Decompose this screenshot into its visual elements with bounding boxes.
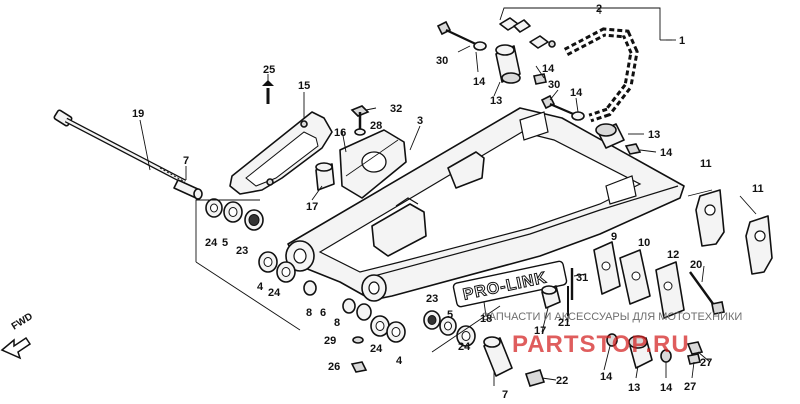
callout-17b: 17 [534, 325, 546, 337]
chain-roller-upper [495, 44, 521, 84]
chain-adjuster-left [695, 189, 725, 247]
assembly-guide-lines [195, 7, 757, 353]
nut-27 [686, 341, 704, 365]
callout-14b: 14 [542, 63, 555, 75]
callout-31: 31 [576, 272, 588, 284]
callout-2: 2 [596, 3, 602, 15]
chain-guide [229, 111, 333, 195]
nut-14-right [624, 143, 642, 155]
callout-10: 10 [638, 237, 650, 249]
callout-23b: 23 [426, 293, 438, 305]
callout-12: 12 [667, 249, 679, 261]
callout-5a: 5 [222, 237, 228, 249]
linkage-plate-9 [593, 241, 621, 295]
chain-joint-link [499, 17, 556, 49]
callout-27a: 27 [700, 357, 712, 369]
watermark-tagline: ЗАПЧАСТИ И АКСЕССУАРЫ ДЛЯ МОТОТЕХНИКИ [482, 311, 742, 323]
collar-17-lower [541, 285, 561, 309]
chain-roller-lower [628, 335, 653, 369]
callout-27b: 27 [684, 381, 696, 393]
chain-adjuster-right [745, 215, 773, 275]
callout-13c: 13 [628, 382, 640, 394]
washer-14-lower [606, 333, 672, 363]
watermark: ЗАПЧАСТИ И АКСЕССУАРЫ ДЛЯ МОТОТЕХНИКИ PA… [482, 311, 742, 358]
callout-18: 18 [480, 313, 492, 325]
linkage-arm-12 [655, 261, 685, 319]
collar-lower [483, 336, 513, 377]
bolt-31-and-21 [567, 268, 574, 316]
callout-21: 21 [558, 317, 570, 329]
drive-chain [563, 27, 639, 123]
callout-19: 19 [132, 108, 144, 120]
bolt-30-upper [436, 20, 487, 51]
linkage-plate-10 [619, 249, 651, 305]
callout-14a: 14 [473, 76, 486, 88]
callout-29: 29 [324, 335, 336, 347]
watermark-logo: PARTSTOP.RU [512, 331, 690, 358]
callout-8a: 8 [306, 307, 312, 319]
callout-6: 6 [320, 307, 326, 319]
bearing-stack-lower-center [423, 310, 476, 347]
callout-24d: 24 [458, 341, 471, 353]
callout-numbers: 1 2 3 4 4 5 5 6 7 7 8 8 9 10 11 11 12 13… [132, 3, 764, 401]
callout-14e: 14 [600, 371, 613, 383]
callout-11a: 11 [700, 158, 712, 170]
callout-1: 1 [679, 35, 685, 47]
callout-16: 16 [334, 127, 346, 139]
callout-7a: 7 [183, 155, 189, 167]
chain-roller-middle [595, 123, 625, 149]
fwd-arrow-icon: FWD [0, 311, 35, 360]
callout-17a: 17 [306, 201, 318, 213]
callout-20: 20 [690, 259, 702, 271]
nut-14-upper [533, 73, 547, 85]
callout-11b: 11 [752, 183, 764, 195]
callout-4b: 4 [396, 355, 403, 367]
callout-14d: 14 [660, 147, 673, 159]
callout-22: 22 [556, 375, 568, 387]
callout-26: 26 [328, 361, 340, 373]
callout-7b: 7 [502, 389, 508, 401]
callout-25: 25 [263, 64, 275, 76]
bolt-32-and-washer-28 [350, 105, 370, 136]
callout-24b: 24 [268, 287, 281, 299]
swingarm-body [285, 107, 685, 302]
callout-32: 32 [390, 103, 402, 115]
left-bushings-upper [205, 198, 264, 231]
callout-14c: 14 [570, 87, 583, 99]
nut-22 [524, 369, 546, 387]
bushings-4-24-middle [258, 251, 296, 283]
callout-13a: 13 [490, 95, 502, 107]
bearing-stack-lower-left [303, 280, 406, 373]
callout-24a: 24 [205, 237, 218, 249]
callout-5b: 5 [447, 309, 453, 321]
callout-24c: 24 [370, 343, 383, 355]
fwd-label: FWD [10, 311, 35, 332]
callout-9: 9 [611, 231, 617, 243]
callout-23a: 23 [236, 245, 248, 257]
callout-14f: 14 [660, 382, 673, 394]
callout-15: 15 [298, 80, 310, 92]
callout-4a: 4 [257, 281, 264, 293]
chain-slider-plate [339, 129, 407, 199]
callout-28: 28 [370, 120, 382, 132]
callout-3: 3 [417, 115, 423, 127]
collar-17-upper [315, 162, 335, 191]
pivot-bolt [53, 109, 187, 185]
collar-upper [173, 179, 203, 200]
callout-13b: 13 [648, 129, 660, 141]
leader-lines [139, 8, 711, 386]
callout-30a: 30 [436, 55, 448, 67]
callout-30b: 30 [548, 79, 560, 91]
bolt-20 [689, 271, 725, 315]
callout-8b: 8 [334, 317, 340, 329]
